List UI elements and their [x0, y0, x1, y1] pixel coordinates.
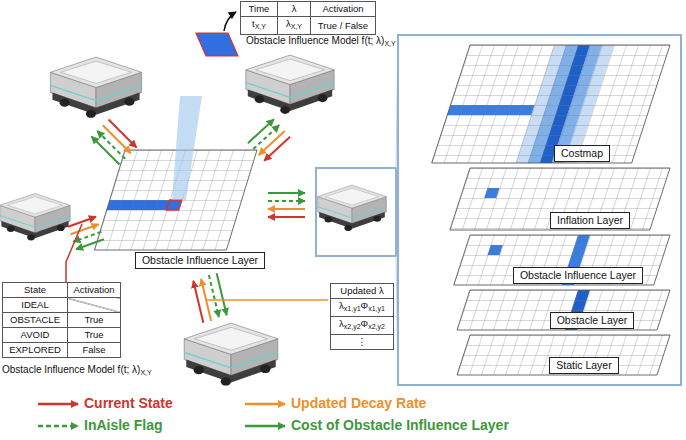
layer-name: Obstacle Layer	[557, 314, 628, 326]
table-text: ⋮	[357, 336, 367, 347]
table-cell: False	[68, 343, 121, 358]
table-caption: Obstacle Influence Model f(t; λ)X,Y	[2, 364, 152, 379]
table-cell: λX,Y	[278, 17, 311, 35]
leader-lines	[66, 224, 328, 300]
exchange-arrows	[68, 119, 305, 323]
table-text: State	[24, 284, 46, 295]
legend-text: Current State	[84, 395, 173, 411]
layer-name: Costmap	[561, 147, 603, 159]
table-text: t	[252, 18, 255, 29]
layer-name: Obstacle Influence Layer	[142, 254, 258, 266]
table-text: λ	[339, 300, 344, 311]
caption-text: Obstacle Influence Model f(t; λ)	[246, 35, 384, 46]
table-text: Φ	[361, 318, 369, 329]
table-text: False	[82, 344, 105, 355]
data-table: StateActivationIDEALOBSTACLETrueAVOIDTru…	[2, 282, 121, 358]
table-text: AVOID	[21, 329, 50, 340]
robots	[0, 55, 386, 386]
table-cell: Activation	[68, 283, 121, 298]
table-text: Time	[249, 3, 270, 14]
cell-callout	[196, 12, 238, 56]
layer-label: Inflation Layer	[550, 212, 630, 229]
subscript: x1,y1	[344, 305, 361, 312]
subscript: x2,y2	[344, 323, 361, 330]
subscript: X,Y	[255, 23, 266, 30]
table-text: True	[84, 329, 103, 340]
table-text: Activation	[322, 3, 363, 14]
layer-name: Static Layer	[556, 359, 611, 371]
subscript: x1,y1	[368, 305, 385, 312]
table-cell: OBSTACLE	[3, 313, 68, 328]
layer-label: Static Layer	[549, 357, 618, 374]
layer-label: Obstacle Influence Layer	[513, 267, 643, 284]
subscript: x2,y2	[368, 323, 385, 330]
data-table: Updated λλx1,y1Φx1,y1λx2,y2Φx2,y2⋮	[330, 283, 394, 350]
legend-text: Updated Decay Rate	[291, 395, 426, 411]
table-text: Φ	[361, 300, 369, 311]
table-text: λ	[292, 3, 297, 14]
subscript: X,Y	[291, 23, 302, 30]
table-cell: State	[3, 283, 68, 298]
legend-text: Cost of Obstacle Influence Layer	[291, 417, 509, 433]
layer-stack	[432, 45, 670, 375]
table-text: EXPLORED	[9, 344, 61, 355]
data-table: TimeλActivationtX,YλX,YTrue / False	[240, 1, 376, 35]
table-text: OBSTACLE	[10, 314, 60, 325]
table-cell: ⋮	[331, 335, 394, 350]
table-cell: True	[68, 328, 121, 343]
table-cell: EXPLORED	[3, 343, 68, 358]
legend-entry: InAisle Flag	[84, 417, 163, 434]
table-caption: Obstacle Influence Model f(t; λ)X,Y	[246, 35, 396, 50]
table-cell: λx1,y1Φx1,y1	[331, 299, 394, 317]
legend-entry: Cost of Obstacle Influence Layer	[291, 417, 509, 434]
legend-entry: Current State	[84, 395, 173, 412]
table-text: IDEAL	[21, 299, 48, 310]
table-text: True / False	[318, 20, 368, 31]
layer-label: Obstacle Influence Layer	[135, 252, 265, 269]
table-cell	[68, 298, 121, 313]
layer-panel	[316, 35, 681, 385]
table-cell: AVOID	[3, 328, 68, 343]
table-cell: Activation	[311, 2, 376, 17]
table-cell: tX,Y	[241, 17, 278, 35]
legend-entry: Updated Decay Rate	[291, 395, 426, 412]
table-cell: λx2,y2Φx2,y2	[331, 317, 394, 335]
table-cell: Time	[241, 2, 278, 17]
legend-text: InAisle Flag	[84, 417, 163, 433]
layer-name: Obstacle Influence Layer	[520, 269, 636, 281]
table-text: Activation	[73, 284, 114, 295]
table-cell: True / False	[311, 17, 376, 35]
table-text: True	[84, 314, 103, 325]
table-cell: IDEAL	[3, 298, 68, 313]
table-text: λ	[339, 318, 344, 329]
table-cell: Updated λ	[331, 284, 394, 299]
subscript: X,Y	[140, 369, 151, 376]
layer-name: Inflation Layer	[557, 214, 623, 226]
table-cell: True	[68, 313, 121, 328]
subscript: X,Y	[384, 40, 395, 47]
layer-label: Obstacle Layer	[550, 312, 635, 329]
influence-grid	[94, 96, 257, 250]
table-cell: λ	[278, 2, 311, 17]
caption-text: Obstacle Influence Model f(t; λ)	[2, 364, 140, 375]
table-text: λ	[286, 18, 291, 29]
table-text: Updated λ	[340, 285, 383, 296]
layer-label: Costmap	[554, 145, 610, 162]
